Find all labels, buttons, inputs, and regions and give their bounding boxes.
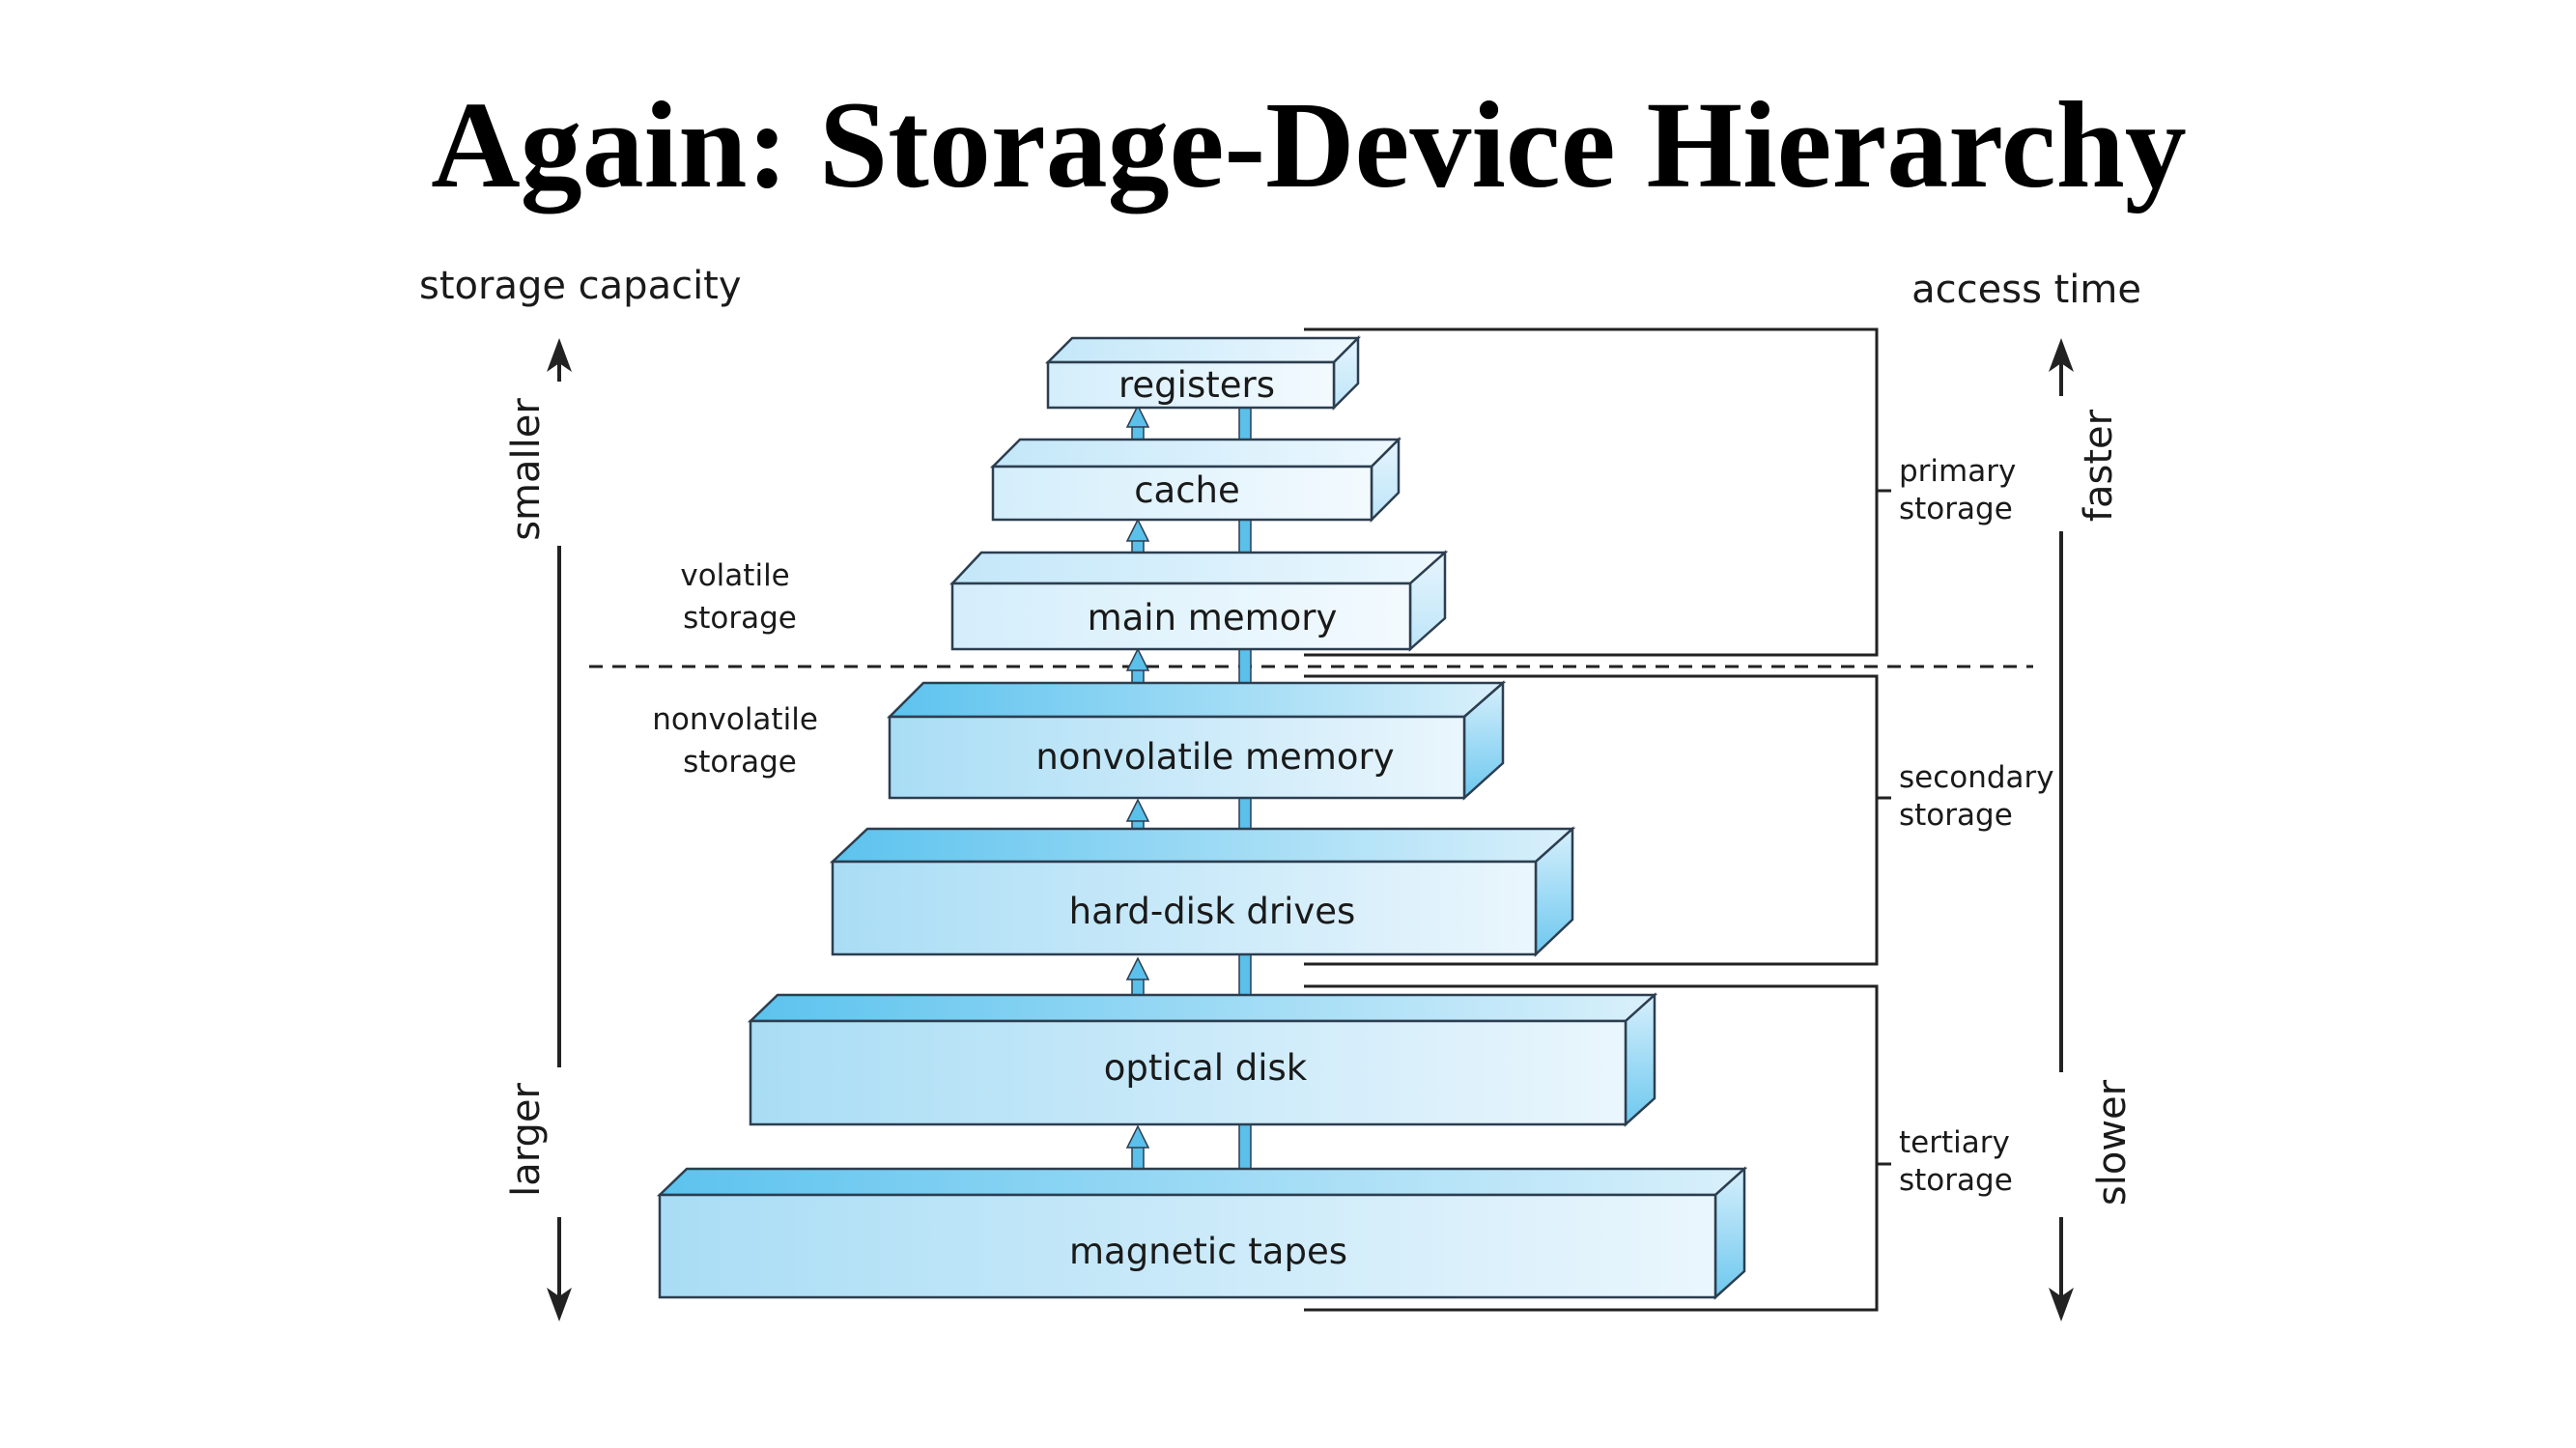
secondary-storage-label: secondary storage: [1899, 760, 2064, 833]
level-main-memory: main memory: [949, 550, 1449, 652]
access-time-heading: access time: [1911, 268, 2141, 312]
storage-capacity-heading: storage capacity: [419, 264, 742, 308]
tertiary-storage-label: tertiary storage: [1899, 1125, 2020, 1198]
larger-label: larger: [504, 1083, 549, 1197]
smaller-label: smaller: [504, 398, 549, 541]
volatile-label: volatile storage: [680, 558, 799, 636]
slower-label: slower: [2090, 1079, 2135, 1206]
primary-storage-label: primary storage: [1899, 454, 2025, 526]
level-registers: registers: [1044, 334, 1362, 412]
level-label: optical disk: [1104, 1047, 1308, 1089]
level-label: magnetic tapes: [1069, 1231, 1347, 1272]
secondary-storage-bracket: [1304, 674, 1891, 966]
level-magnetic-tapes: magnetic tapes: [656, 1166, 1748, 1300]
level-label: hard-disk drives: [1069, 891, 1356, 932]
page-title: Again: Storage-Device Hierarchy: [431, 76, 2187, 213]
level-label: main memory: [1088, 597, 1338, 639]
level-optical-disk: optical disk: [747, 992, 1658, 1127]
faster-label: faster: [2077, 409, 2121, 522]
nonvolatile-label: nonvolatile storage: [652, 702, 828, 780]
level-nonvolatile-memory: nonvolatile memory: [886, 680, 1507, 801]
primary-storage-bracket: [1304, 327, 1891, 657]
level-label: nonvolatile memory: [1035, 736, 1394, 778]
tertiary-storage-bracket: [1304, 984, 1891, 1312]
level-label: registers: [1118, 364, 1275, 406]
level-hard-disk-drives: hard-disk drives: [829, 826, 1576, 957]
level-cache: cache: [989, 436, 1402, 524]
level-label: cache: [1134, 469, 1240, 511]
